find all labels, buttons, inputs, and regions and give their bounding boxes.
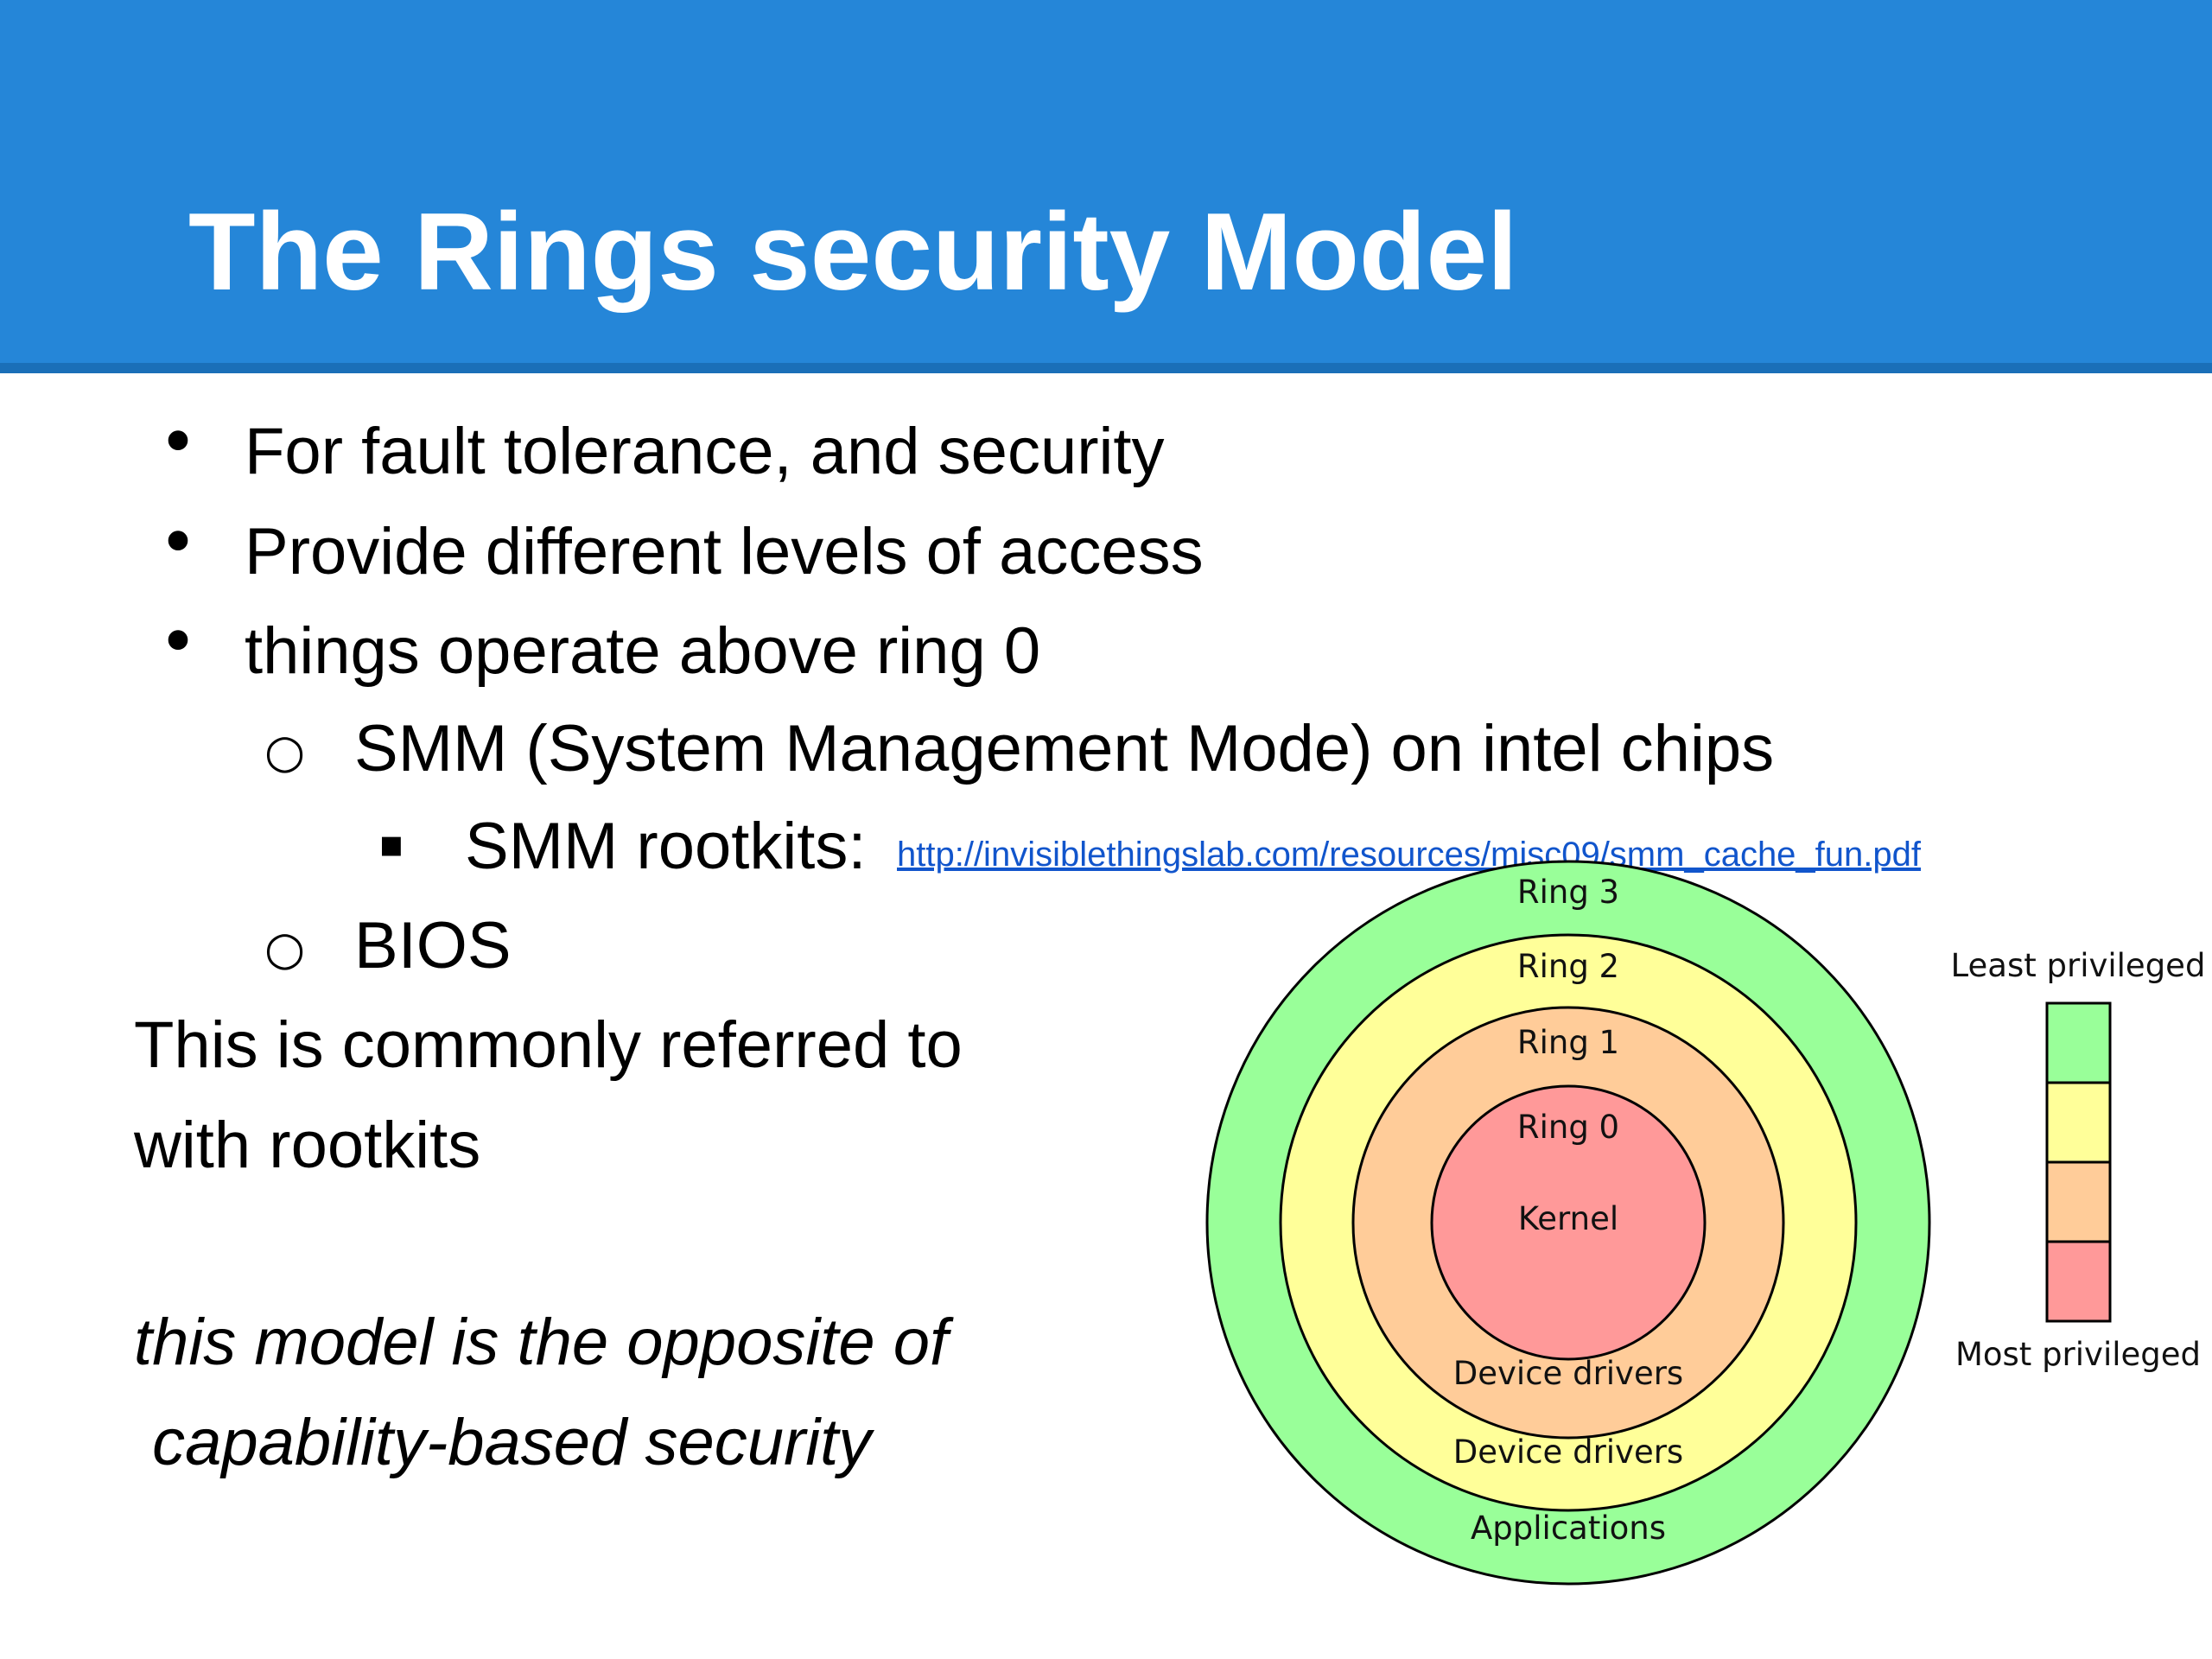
paragraph-line-2: with rootkits — [134, 1109, 481, 1182]
ring-1-label: Ring 1 — [1517, 1024, 1619, 1061]
legend-swatch-ring-0 — [2045, 1240, 2112, 1323]
ring-2-role-label: Device drivers — [1453, 1433, 1683, 1471]
applications-label: Applications — [1471, 1510, 1666, 1547]
least-privileged-label: Least privileged — [1951, 947, 2206, 984]
bullet-above-ring0: things operate above ring 0 — [245, 614, 1041, 688]
bullet-disc-icon: • — [158, 404, 199, 482]
paragraph-line-1: This is commonly referred to — [134, 1008, 963, 1082]
rings-diagram: Ring 3 Ring 2 Ring 1 Ring 0 Kernel Devic… — [1205, 860, 2206, 1586]
slide-title: The Rings security Model — [188, 190, 1518, 313]
legend-swatch-ring-3 — [2045, 1001, 2112, 1084]
ring-0-circle — [1430, 1084, 1707, 1361]
kernel-label: Kernel — [1518, 1200, 1618, 1237]
bullet-access-levels: Provide different levels of access — [245, 515, 1204, 588]
smm-rootkits-link[interactable]: http://invisiblethingslab.com/resources/… — [897, 836, 1921, 874]
sub-bullet-smm: SMM (System Management Mode) on intel ch… — [354, 712, 1775, 785]
sub-bullet-circle-icon: ○ — [264, 724, 306, 779]
header-divider — [0, 363, 2212, 373]
bullet-disc-icon: • — [158, 505, 199, 582]
italic-note-line-1: this model is the opposite of — [134, 1306, 949, 1379]
ring-0-label: Ring 0 — [1517, 1109, 1619, 1146]
sub-sub-bullet-square-icon: ▪ — [378, 822, 404, 866]
sub-sub-bullet-smm-rootkits: SMM rootkits: — [465, 810, 867, 883]
ring-3-label: Ring 3 — [1517, 874, 1619, 911]
bullet-fault-tolerance: For fault tolerance, and security — [245, 415, 1165, 488]
ring-1-role-label: Device drivers — [1453, 1355, 1683, 1392]
most-privileged-label: Most privileged — [1955, 1336, 2201, 1373]
legend-swatch-ring-1 — [2045, 1160, 2112, 1243]
legend-swatch-ring-2 — [2045, 1081, 2112, 1164]
italic-note-line-2: capability-based security — [134, 1406, 872, 1479]
slide-header — [0, 0, 2212, 363]
sub-bullet-circle-icon: ○ — [264, 921, 306, 976]
sub-bullet-bios: BIOS — [354, 909, 512, 982]
bullet-disc-icon: • — [158, 604, 199, 682]
ring-2-label: Ring 2 — [1517, 948, 1619, 985]
